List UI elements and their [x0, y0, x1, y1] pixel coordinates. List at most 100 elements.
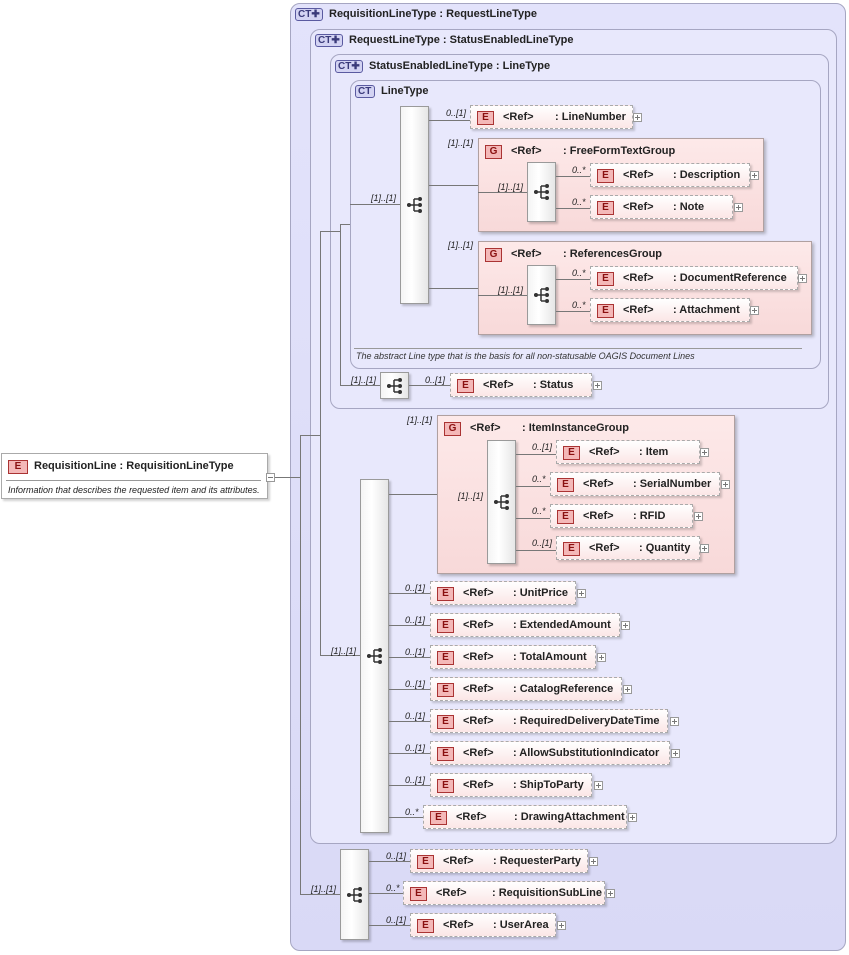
connector-line	[516, 518, 550, 519]
element-description[interactable]: E <Ref> : Description	[590, 163, 750, 187]
element-badge-icon: E	[437, 683, 454, 697]
ct-badge-icon: CT✚	[295, 8, 323, 21]
element-badge-icon: E	[417, 855, 434, 869]
element-serial-number[interactable]: E <Ref> : SerialNumber	[550, 472, 720, 496]
element-extended-amount[interactable]: E <Ref> : ExtendedAmount	[430, 613, 620, 637]
element-badge-icon: E	[557, 478, 574, 492]
expand-toggle-icon[interactable]	[798, 274, 807, 283]
expand-toggle-icon[interactable]	[700, 448, 709, 457]
element-catalog-reference[interactable]: E <Ref> : CatalogReference	[430, 677, 622, 701]
connector-line	[478, 192, 527, 193]
element-badge-icon: E	[437, 715, 454, 729]
free-form-text-sequence[interactable]	[527, 162, 556, 222]
expand-toggle-icon[interactable]	[557, 921, 566, 930]
element-attachment[interactable]: E <Ref> : Attachment	[590, 298, 750, 322]
request-line-sequence[interactable]	[360, 479, 389, 833]
element-name: : UnitPrice	[513, 587, 569, 599]
expand-toggle-icon[interactable]	[597, 653, 606, 662]
connector-line	[340, 224, 341, 386]
connector-line	[389, 593, 430, 594]
element-drawing-attachment[interactable]: E <Ref> : DrawingAttachment	[423, 805, 627, 829]
root-doc-divider	[6, 480, 261, 481]
connector-line	[320, 231, 321, 656]
element-badge-icon: E	[477, 111, 494, 125]
ref-label: <Ref>	[463, 587, 494, 599]
element-requester-party[interactable]: E <Ref> : RequesterParty	[410, 849, 588, 873]
expand-toggle-icon[interactable]	[671, 749, 680, 758]
expand-toggle-icon[interactable]	[694, 512, 703, 521]
status-sequence[interactable]	[380, 372, 409, 399]
expand-toggle-icon[interactable]	[700, 544, 709, 553]
connector-line	[389, 721, 430, 722]
cardinality-label: 0..[1]	[405, 647, 426, 657]
element-note[interactable]: E <Ref> : Note	[590, 195, 733, 219]
expand-toggle-icon[interactable]	[670, 717, 679, 726]
expand-toggle-icon[interactable]	[750, 306, 759, 315]
expand-toggle-icon[interactable]	[721, 480, 730, 489]
element-rfid[interactable]: E <Ref> : RFID	[550, 504, 693, 528]
connector-line	[556, 176, 590, 177]
element-status[interactable]: E <Ref> : Status	[450, 373, 592, 397]
element-line-number[interactable]: E <Ref> : LineNumber	[470, 105, 633, 129]
expand-toggle-icon[interactable]	[734, 203, 743, 212]
root-documentation: Information that describes the requested…	[8, 485, 260, 495]
references-sequence[interactable]	[527, 265, 556, 325]
cardinality-label: [1]..[1]	[498, 285, 524, 295]
ref-label: <Ref>	[436, 887, 467, 899]
connector-line	[516, 454, 556, 455]
element-badge-icon: E	[557, 510, 574, 524]
expand-toggle-icon[interactable]	[577, 589, 586, 598]
connector-line	[369, 893, 403, 894]
element-name: : ShipToParty	[513, 779, 584, 791]
ct-badge-icon: CT✚	[315, 34, 343, 47]
status-enabled-line-type-title: StatusEnabledLineType : LineType	[369, 60, 551, 72]
ref-label: <Ref>	[443, 855, 474, 867]
line-type-sequence[interactable]	[400, 106, 429, 304]
ref-label: <Ref>	[463, 779, 494, 791]
element-unit-price[interactable]: E <Ref> : UnitPrice	[430, 581, 576, 605]
requisition-line-sequence[interactable]	[340, 849, 369, 940]
ref-label: <Ref>	[470, 422, 501, 434]
element-badge-icon: E	[410, 887, 427, 901]
expand-toggle-icon[interactable]	[593, 381, 602, 390]
cardinality-label: 0..*	[386, 883, 400, 893]
expand-toggle-icon[interactable]	[623, 685, 632, 694]
expand-toggle-icon[interactable]	[594, 781, 603, 790]
element-ship-to-party[interactable]: E <Ref> : ShipToParty	[430, 773, 592, 797]
element-name: : DocumentReference	[673, 272, 787, 284]
expand-toggle-icon[interactable]	[750, 171, 759, 180]
element-item[interactable]: E <Ref> : Item	[556, 440, 700, 464]
element-name: : RequiredDeliveryDateTime	[513, 715, 660, 727]
element-total-amount[interactable]: E <Ref> : TotalAmount	[430, 645, 596, 669]
group-name: : FreeFormTextGroup	[563, 145, 676, 157]
element-document-reference[interactable]: E <Ref> : DocumentReference	[590, 266, 798, 290]
ct-badge-icon: CT	[355, 85, 375, 98]
expand-toggle-icon[interactable]	[628, 813, 637, 822]
element-user-area[interactable]: E <Ref> : UserArea	[410, 913, 556, 937]
expand-toggle-icon[interactable]	[633, 113, 642, 122]
connector-line	[340, 224, 350, 225]
collapse-toggle-icon[interactable]	[266, 473, 275, 482]
element-required-delivery-date-time[interactable]: E <Ref> : RequiredDeliveryDateTime	[430, 709, 668, 733]
requisition-line-root-element[interactable]: E RequisitionLine : RequisitionLineType …	[1, 453, 268, 499]
cardinality-label: 0..*	[572, 268, 586, 278]
element-quantity[interactable]: E <Ref> : Quantity	[556, 536, 700, 560]
ref-label: <Ref>	[583, 510, 614, 522]
cardinality-label: 0..[1]	[532, 538, 553, 548]
element-badge-icon: E	[563, 542, 580, 556]
item-instance-sequence[interactable]	[487, 440, 516, 564]
expand-toggle-icon[interactable]	[621, 621, 630, 630]
cardinality-label: 0..*	[572, 165, 586, 175]
ref-label: <Ref>	[463, 747, 494, 759]
element-name: : TotalAmount	[513, 651, 587, 663]
cardinality-label: 0..[1]	[405, 775, 426, 785]
element-requisition-sub-line[interactable]: E <Ref> : RequisitionSubLine	[403, 881, 605, 905]
expand-toggle-icon[interactable]	[606, 889, 615, 898]
group-name: : ItemInstanceGroup	[522, 422, 629, 434]
cardinality-label: 0..*	[532, 474, 546, 484]
element-allow-substitution-indicator[interactable]: E <Ref> : AllowSubstitutionIndicator	[430, 741, 670, 765]
ref-label: <Ref>	[623, 169, 654, 181]
element-badge-icon: E	[437, 619, 454, 633]
expand-toggle-icon[interactable]	[589, 857, 598, 866]
connector-line	[275, 477, 300, 478]
